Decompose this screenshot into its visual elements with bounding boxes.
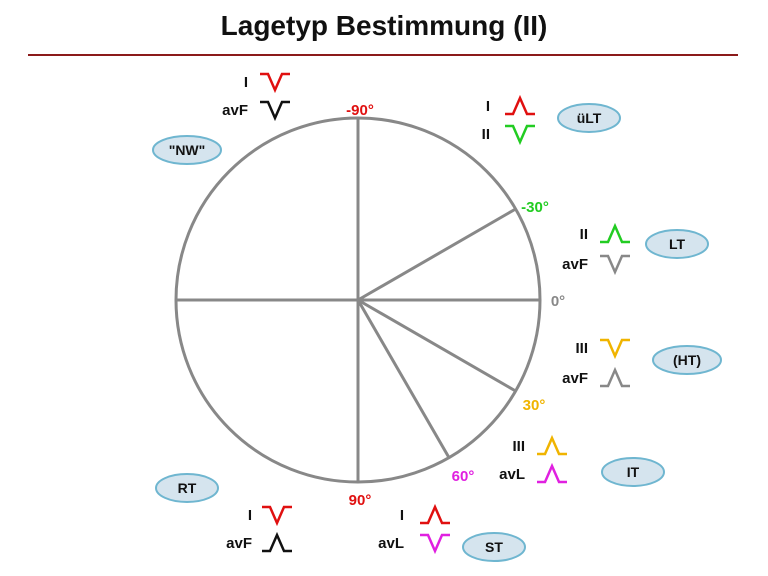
lead-label: I: [244, 74, 248, 91]
angle-label: 30°: [523, 397, 546, 414]
lagetyp-badge-label: IT: [627, 464, 640, 480]
ecg-positive-complex-icon: [505, 94, 535, 116]
ecg-negative-complex-icon: [505, 124, 535, 146]
lagetyp-badge: [645, 229, 709, 259]
angle-label: -30°: [521, 199, 549, 216]
ecg-positive-complex-icon: [537, 434, 567, 456]
lagetyp-badge-label: "NW": [169, 142, 206, 158]
ecg-negative-complex-icon: [600, 254, 630, 276]
lead-label: avL: [378, 535, 404, 552]
lead-label: II: [482, 126, 490, 143]
radial-line-minus30: [357, 207, 517, 302]
lead-label: avL: [499, 466, 525, 483]
angle-label: -90°: [346, 102, 374, 119]
lagetyp-badge: [557, 103, 621, 133]
lead-label: avF: [226, 535, 252, 552]
lagetyp-badge-label: LT: [669, 236, 686, 252]
ecg-positive-complex-icon: [600, 222, 630, 244]
lagetyp-badge-label: (HT): [673, 352, 701, 368]
ecg-positive-complex-icon: [537, 462, 567, 484]
lead-label: I: [248, 507, 252, 524]
lagetyp-badge-label: üLT: [577, 110, 602, 126]
ecg-negative-complex-icon: [262, 505, 292, 527]
lagetyp-badge: [152, 135, 222, 165]
radial-line-60: [356, 299, 451, 459]
lead-label: avF: [562, 370, 588, 387]
lead-label: I: [400, 507, 404, 524]
lead-label: I: [486, 98, 490, 115]
lead-label: avF: [222, 102, 248, 119]
lead-label: III: [512, 438, 525, 455]
ecg-negative-complex-icon: [260, 100, 290, 122]
angle-label: 60°: [452, 468, 475, 485]
ecg-negative-complex-icon: [260, 72, 290, 94]
lagetyp-badge: [462, 532, 526, 562]
page-title: Lagetyp Bestimmung (II): [220, 10, 548, 41]
lagetyp-badge: [601, 457, 665, 487]
lead-label: II: [580, 226, 588, 243]
ecg-positive-complex-icon: [600, 366, 630, 388]
lagetyp-badge-label: ST: [485, 539, 503, 555]
lead-label: III: [575, 340, 588, 357]
lagetyp-badge-label: RT: [178, 480, 197, 496]
ecg-negative-complex-icon: [600, 338, 630, 360]
ecg-negative-complex-icon: [420, 533, 450, 555]
lagetyp-badge: [652, 345, 722, 375]
angle-label: 0°: [551, 293, 565, 310]
lagetyp-badge: [155, 473, 219, 503]
ecg-positive-complex-icon: [262, 531, 292, 553]
lead-label: avF: [562, 256, 588, 273]
angle-label: 90°: [349, 492, 372, 509]
ecg-positive-complex-icon: [420, 503, 450, 525]
radial-line-30: [357, 298, 517, 393]
title-divider: [28, 54, 738, 56]
